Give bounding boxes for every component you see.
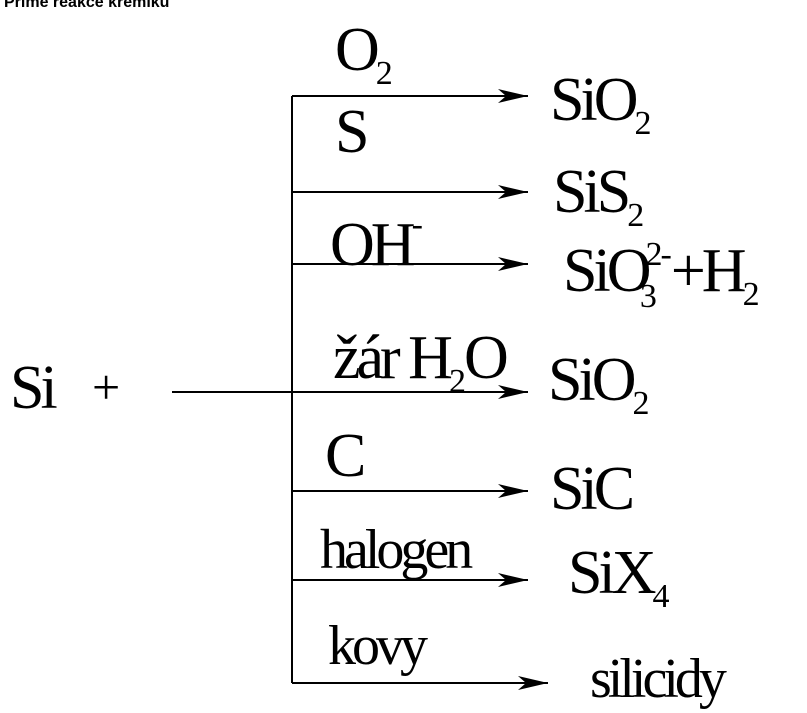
- product-six4: SiX4: [568, 539, 669, 615]
- product-sis2: SiS2: [553, 158, 643, 234]
- reagent-heat-water: žár H2O: [333, 324, 507, 400]
- reactant-plus: +: [92, 359, 120, 415]
- product-sio2-steam: SiO2: [548, 346, 648, 422]
- product-silicate-hydrogen: SiO2-3+H2: [563, 236, 759, 315]
- product-sio2-oxygen: SiO2: [550, 66, 650, 142]
- reagent-metals: kovy: [328, 615, 428, 677]
- reagent-s: S: [335, 98, 366, 166]
- reagent-c: C: [325, 422, 363, 490]
- product-silicides: silicidy: [590, 648, 727, 710]
- product-sic: SiC: [550, 455, 632, 523]
- page-title: Přímé reakce křemíku: [4, 0, 170, 11]
- branch-arrows: [292, 89, 548, 690]
- reactant-si: Si: [10, 354, 57, 422]
- reagent-oh: OH-: [330, 206, 423, 279]
- reagent-halogen: halogen: [320, 519, 473, 581]
- reagent-o2: O2: [335, 16, 392, 92]
